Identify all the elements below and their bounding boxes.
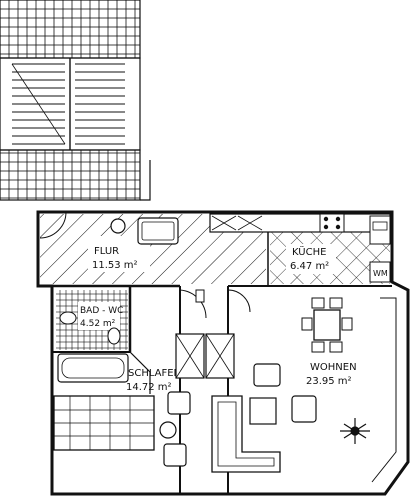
armchair-living-1 [253, 363, 281, 387]
flur-name: FLUR [94, 246, 119, 257]
sofa [211, 395, 281, 473]
plant-icon [340, 418, 370, 444]
dining-chair [311, 341, 325, 353]
dining-chair [329, 341, 343, 353]
wohnen-name: WOHNEN [310, 362, 357, 373]
stairwell [0, 0, 151, 201]
dining-chair [329, 297, 343, 309]
room-wohnen: WOHNEN 23.95 m² [211, 297, 397, 483]
wohnen-area: 23.95 m² [306, 376, 352, 387]
washbasin [59, 311, 77, 325]
coffee-table [249, 397, 277, 425]
stair-steps-right [75, 63, 125, 145]
side-table [159, 421, 177, 439]
bathtub [57, 353, 129, 383]
armchair-bedroom-2 [163, 443, 187, 467]
entrance-door-swing [39, 211, 67, 239]
bad-area: 4.52 m² [80, 319, 116, 329]
dining-table [313, 309, 341, 341]
wm-label: WM [373, 269, 388, 278]
wardrobe-bedroom [175, 289, 251, 379]
stair-steps-left [12, 63, 65, 145]
wardrobe [137, 217, 179, 245]
flur-area: 11.53 m² [92, 260, 138, 271]
room-schlafen: SCHLAFEN 14.72 m² [52, 351, 191, 467]
schlafen-area: 14.72 m² [126, 382, 172, 393]
schlafen-name: SCHLAFEN [128, 368, 181, 379]
room-bad: BAD - WC 4.52 m² [56, 290, 129, 383]
room-flur: FLUR 11.53 m² [39, 211, 266, 284]
room-kueche: KÜCHE 6.47 m² WM [209, 213, 391, 284]
armchair-living-2 [291, 395, 317, 423]
toilet [107, 327, 121, 345]
kitchen-counter [209, 213, 391, 233]
dining-chair [301, 317, 313, 331]
dining-chair [311, 297, 325, 309]
bad-name: BAD - WC [80, 306, 123, 316]
stove [319, 213, 345, 233]
kueche-name: KÜCHE [292, 245, 326, 258]
kueche-area: 6.47 m² [290, 261, 329, 272]
armchair-bedroom-1 [167, 391, 191, 415]
counter-cross-marks [211, 215, 263, 231]
washing-machine [369, 261, 391, 283]
dining-chair [341, 317, 353, 331]
column [110, 218, 126, 234]
